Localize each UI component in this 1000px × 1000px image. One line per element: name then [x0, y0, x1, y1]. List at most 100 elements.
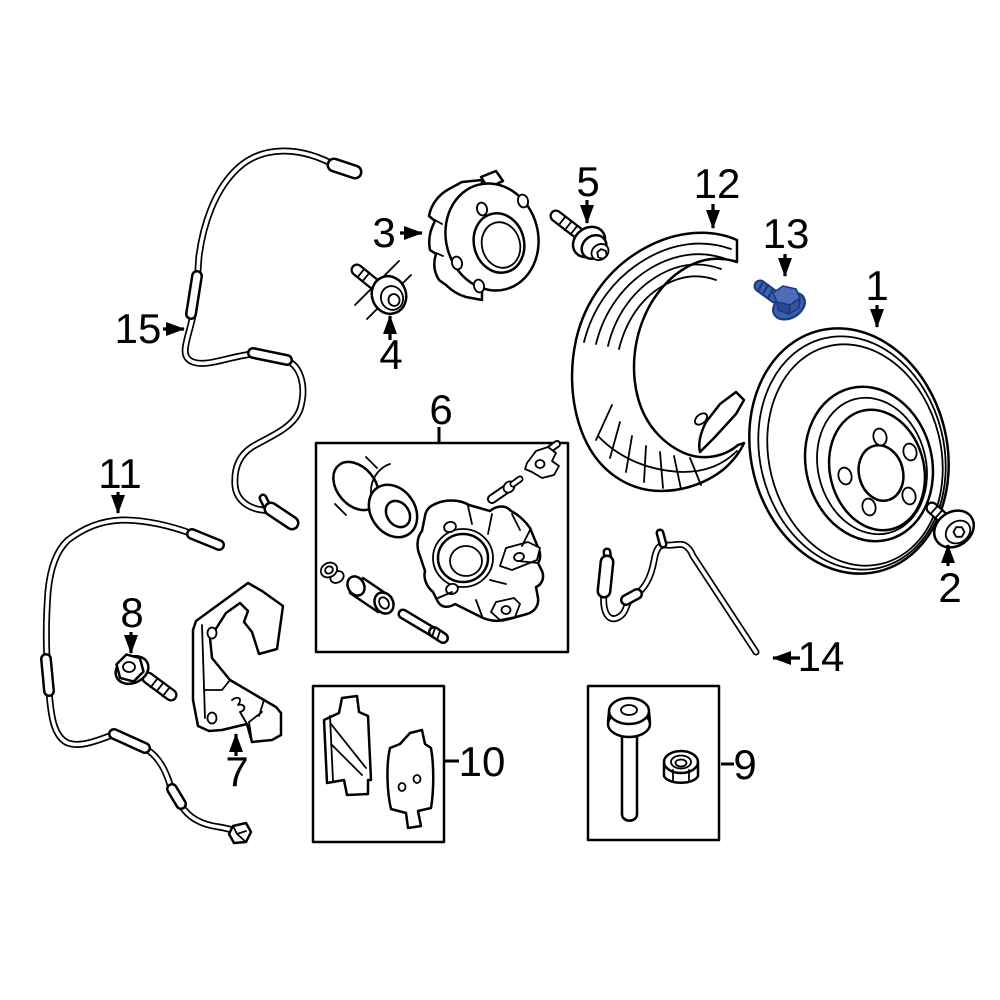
- rotor-lug-hole: [861, 497, 877, 517]
- callout-11-label[interactable]: 11: [98, 450, 142, 497]
- part-11-sensor-wire[interactable]: [40, 516, 253, 845]
- callout-9[interactable]: 9: [721, 741, 757, 788]
- pad-hatch-line: [330, 723, 367, 776]
- caliper-lug-hole: [500, 605, 512, 615]
- callout-7[interactable]: 7: [225, 733, 249, 795]
- shield-body: [570, 231, 746, 493]
- callout-6[interactable]: 6: [429, 386, 453, 443]
- part-7-caliper-bracket[interactable]: [191, 581, 285, 744]
- shield-bottom-wall: [597, 435, 738, 473]
- guide-bushing-ring-inner: [378, 596, 390, 610]
- brake-pad-inner: [386, 728, 435, 830]
- kit-bracket-hole: [534, 459, 546, 469]
- callout-8-label[interactable]: 8: [120, 589, 143, 636]
- o-ring-tick: [334, 456, 378, 516]
- nut-dome-center: [674, 758, 688, 768]
- part-13-shield-bolt-highlighted[interactable]: [753, 279, 810, 325]
- callout-4-label[interactable]: 4: [379, 331, 402, 378]
- nut-top: [662, 749, 700, 775]
- callout-10-label[interactable]: 10: [459, 738, 506, 785]
- screw-threads: [929, 505, 944, 519]
- caliper-facet-lines: [437, 505, 539, 617]
- shield-rib: [595, 253, 727, 345]
- part-4-hub-bolt[interactable]: [350, 260, 412, 320]
- wire-connector-end-fill: [329, 160, 360, 177]
- part-1-brake-rotor[interactable]: [724, 307, 974, 595]
- callout-7-label[interactable]: 7: [225, 748, 248, 795]
- callout-5-label[interactable]: 5: [576, 158, 599, 205]
- callout-15-label[interactable]: 15: [115, 305, 162, 352]
- piston-seal-back-edge: [370, 463, 391, 495]
- caliper-ear-hole: [445, 582, 459, 596]
- rotor-rim-line: [757, 335, 947, 571]
- rotor-lug-hole: [872, 427, 888, 447]
- nut-body: [662, 761, 700, 784]
- callout-15[interactable]: 15: [115, 305, 185, 352]
- callout-2[interactable]: 2: [938, 544, 962, 611]
- callout-3-label[interactable]: 3: [372, 209, 395, 256]
- callout-10[interactable]: 10: [445, 738, 505, 785]
- bolt-threads: [557, 215, 579, 236]
- callout-11[interactable]: 11: [98, 450, 142, 514]
- callout-12[interactable]: 12: [694, 160, 741, 229]
- pin-shaft: [620, 735, 639, 816]
- callout-1-label[interactable]: 1: [865, 262, 888, 309]
- callout-3[interactable]: 3: [372, 209, 423, 256]
- callout-14[interactable]: 14: [772, 633, 845, 680]
- part-5-hub-mounting-bolt[interactable]: [549, 209, 612, 264]
- screw-head-face: [944, 519, 972, 545]
- caliper-ear-hole: [443, 520, 457, 534]
- bolt-threads: [756, 280, 775, 300]
- rotor-hat-wall: [816, 396, 928, 536]
- shield-fan-line: [673, 455, 682, 490]
- bolt-head-center: [387, 293, 401, 307]
- shield-fan-line: [643, 445, 647, 483]
- shield-rib: [607, 263, 722, 347]
- pad-rivet-hole: [412, 774, 422, 784]
- callout-6-label[interactable]: 6: [429, 386, 452, 433]
- bolt-hex-side: [788, 297, 801, 315]
- callout-13-label[interactable]: 13: [763, 210, 810, 257]
- part-10-brake-pad-set[interactable]: [311, 684, 446, 844]
- callout-8[interactable]: 8: [120, 589, 144, 654]
- caliper-bore-inner: [449, 545, 483, 577]
- callout-2-label[interactable]: 2: [938, 564, 961, 611]
- bolt-threads: [356, 267, 371, 283]
- bleeder-screw-body-fill: [489, 487, 508, 502]
- part-6-caliper-kit[interactable]: [314, 440, 570, 654]
- callout-12-label[interactable]: 12: [694, 160, 741, 207]
- part-14-wear-sensor[interactable]: [596, 528, 760, 656]
- rotor-lug-hole: [901, 486, 917, 506]
- sensor-head-fill: [266, 504, 297, 528]
- wire-connector-cube-edge: [232, 825, 247, 843]
- guide-pin-cap-opening: [319, 561, 339, 579]
- hub-flange-notches: [434, 219, 444, 257]
- callout-14-label[interactable]: 14: [798, 633, 845, 680]
- callout-4[interactable]: 4: [379, 315, 403, 378]
- kit-bracket-stud-fill: [548, 442, 559, 451]
- part-3-wheel-hub[interactable]: [427, 169, 550, 302]
- nut-dome-ring: [670, 754, 692, 770]
- callout-1[interactable]: 1: [865, 262, 889, 328]
- shield-fan-line: [625, 435, 633, 473]
- part-12-splash-shield[interactable]: [570, 231, 746, 493]
- pin-box: [586, 684, 721, 842]
- pin-tip-shading: [623, 817, 636, 822]
- pin-head-hole: [620, 704, 638, 716]
- part-2-rotor-set-screw[interactable]: [925, 501, 981, 555]
- shield-fan-line: [595, 404, 613, 441]
- part-9-guide-pin-kit[interactable]: [586, 684, 721, 842]
- part-15-abs-sensor-wire[interactable]: [181, 147, 363, 531]
- pad-thickness-edge: [329, 715, 334, 782]
- slide-pin-thread-ticks: [431, 627, 441, 641]
- shield-fan-line: [609, 421, 621, 459]
- callout-9-label[interactable]: 9: [733, 741, 756, 788]
- callout-13[interactable]: 13: [763, 210, 810, 277]
- wire-core: [44, 518, 240, 836]
- wire-sleeve-2-fill: [249, 349, 291, 364]
- part-8-bracket-bolt[interactable]: [111, 651, 178, 702]
- callout-5[interactable]: 5: [576, 158, 600, 224]
- screw-hex-socket: [952, 526, 966, 538]
- hub-center-bore-inner: [480, 221, 522, 269]
